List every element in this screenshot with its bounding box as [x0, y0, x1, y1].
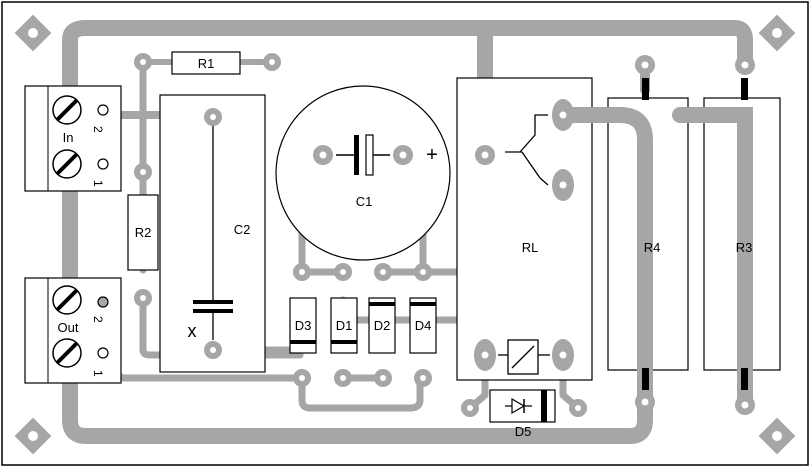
- label-r1: R1: [198, 56, 215, 71]
- pin-icon: [97, 104, 109, 116]
- diode-d4: [409, 297, 437, 354]
- c2-symbol: [193, 118, 233, 340]
- pad: [552, 99, 574, 131]
- diode-arrow-icon: [511, 397, 526, 415]
- pads: [134, 53, 755, 417]
- label-output-pin-2: 2: [91, 316, 105, 323]
- trace-r4-body: [555, 107, 653, 403]
- trace-r3-body: [672, 107, 753, 413]
- pad: [735, 55, 755, 75]
- pad: [134, 163, 152, 181]
- pad: [635, 392, 655, 412]
- mounting-holes: [14, 14, 796, 455]
- trace-ground-bottom: [62, 394, 653, 444]
- label-c1: C1: [356, 194, 373, 209]
- pad: [263, 53, 281, 71]
- label-input: In: [63, 130, 74, 145]
- pad: [475, 145, 495, 165]
- label-d4: D4: [415, 318, 432, 333]
- pad: [134, 53, 152, 71]
- mounting-hole-bl: [14, 417, 52, 455]
- terminal-input: [24, 85, 122, 192]
- r3-lead-top: [741, 78, 748, 100]
- label-d5: D5: [515, 424, 532, 439]
- label-output: Out: [58, 320, 79, 335]
- pin-icon: [97, 347, 109, 359]
- pad: [334, 369, 352, 387]
- label-input-pin-1: 1: [91, 180, 105, 187]
- pad: [293, 369, 311, 387]
- label-d2: D2: [374, 318, 391, 333]
- relay-switch-icon: [519, 114, 548, 153]
- label-c2-x: x: [188, 321, 197, 341]
- pad: [635, 55, 655, 75]
- pad: [204, 341, 222, 359]
- pad: [552, 339, 574, 371]
- pad: [461, 399, 479, 417]
- trace-bottom-loop: [298, 374, 424, 412]
- trace-ground-top: [62, 20, 753, 428]
- pad: [313, 145, 333, 165]
- diode-d2: [368, 297, 396, 354]
- pin-icon: [97, 296, 109, 308]
- label-c2: C2: [234, 222, 251, 237]
- label-c1-plus: +: [426, 144, 438, 166]
- pad: [134, 289, 152, 307]
- pad: [374, 263, 392, 281]
- r4-lead-bottom: [642, 368, 649, 390]
- r2-body: [127, 194, 159, 271]
- r3-lead-bottom: [741, 368, 748, 390]
- pad: [393, 145, 413, 165]
- c1-symbol: [336, 134, 390, 176]
- label-r4: R4: [644, 240, 661, 255]
- r4-lead-top: [642, 78, 649, 100]
- mounting-hole-tr: [758, 14, 796, 52]
- c1-outline: [275, 85, 451, 261]
- label-d1: D1: [336, 318, 353, 333]
- pad: [552, 169, 574, 201]
- pad: [374, 369, 392, 387]
- label-r3: R3: [736, 240, 753, 255]
- label-relay: RL: [522, 240, 539, 255]
- terminal-output: [24, 277, 122, 384]
- diode-d5: [489, 389, 556, 423]
- pad: [414, 369, 432, 387]
- pin-icon: [97, 158, 109, 170]
- mounting-hole-br: [758, 417, 796, 455]
- label-d3: D3: [295, 318, 312, 333]
- r1-body: [171, 51, 241, 75]
- pad: [334, 263, 352, 281]
- relay-outline: [456, 77, 593, 381]
- pad: [204, 108, 222, 126]
- pad: [569, 399, 587, 417]
- diode-d1: [330, 297, 358, 354]
- label-output-pin-1: 1: [91, 370, 105, 377]
- pad: [414, 263, 432, 281]
- pad: [293, 263, 311, 281]
- pad: [474, 339, 496, 371]
- diode-d3: [289, 297, 317, 354]
- pad: [735, 395, 755, 415]
- label-input-pin-2: 2: [91, 126, 105, 133]
- trace-r2-bottom: [139, 294, 304, 359]
- relay-internals: [498, 114, 550, 375]
- label-r2: R2: [135, 225, 152, 240]
